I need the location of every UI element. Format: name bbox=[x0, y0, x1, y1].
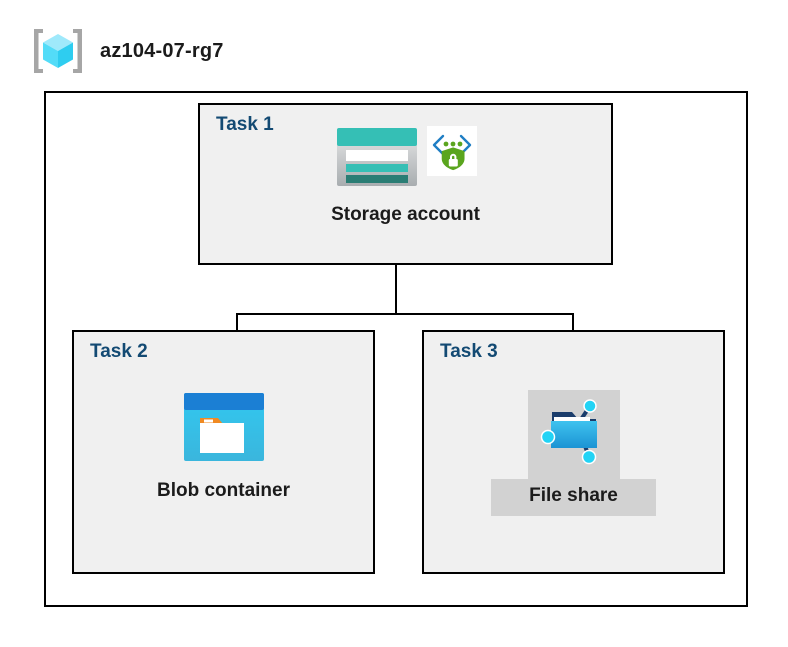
node-file-share[interactable]: File share bbox=[422, 390, 725, 516]
resource-group-cube-icon bbox=[30, 26, 86, 76]
secure-endpoint-shield-icon bbox=[426, 126, 477, 181]
connector-horizontal-bus bbox=[236, 313, 574, 315]
file-share-caption: File share bbox=[529, 485, 618, 506]
blob-container-icon-row bbox=[183, 392, 265, 467]
file-share-icon bbox=[538, 396, 610, 471]
file-share-caption-highlight: File share bbox=[491, 479, 656, 516]
storage-account-icon-row bbox=[335, 126, 477, 193]
blob-container-caption: Blob container bbox=[156, 480, 290, 501]
resource-group-header: az104-07-rg7 bbox=[30, 26, 224, 76]
node-blob-container[interactable]: Blob container bbox=[72, 392, 375, 502]
task-3-label: Task 3 bbox=[440, 341, 498, 362]
resource-group-name: az104-07-rg7 bbox=[100, 39, 224, 62]
node-storage-account[interactable]: Storage account bbox=[198, 126, 613, 226]
file-share-icon-highlight bbox=[527, 390, 620, 479]
storage-account-caption: Storage account bbox=[331, 204, 480, 225]
task-1-label: Task 1 bbox=[216, 114, 274, 135]
connector-storage-trunk bbox=[395, 265, 397, 315]
blob-container-icon bbox=[183, 393, 265, 466]
storage-account-icon bbox=[335, 126, 419, 193]
task-2-label: Task 2 bbox=[90, 341, 148, 362]
